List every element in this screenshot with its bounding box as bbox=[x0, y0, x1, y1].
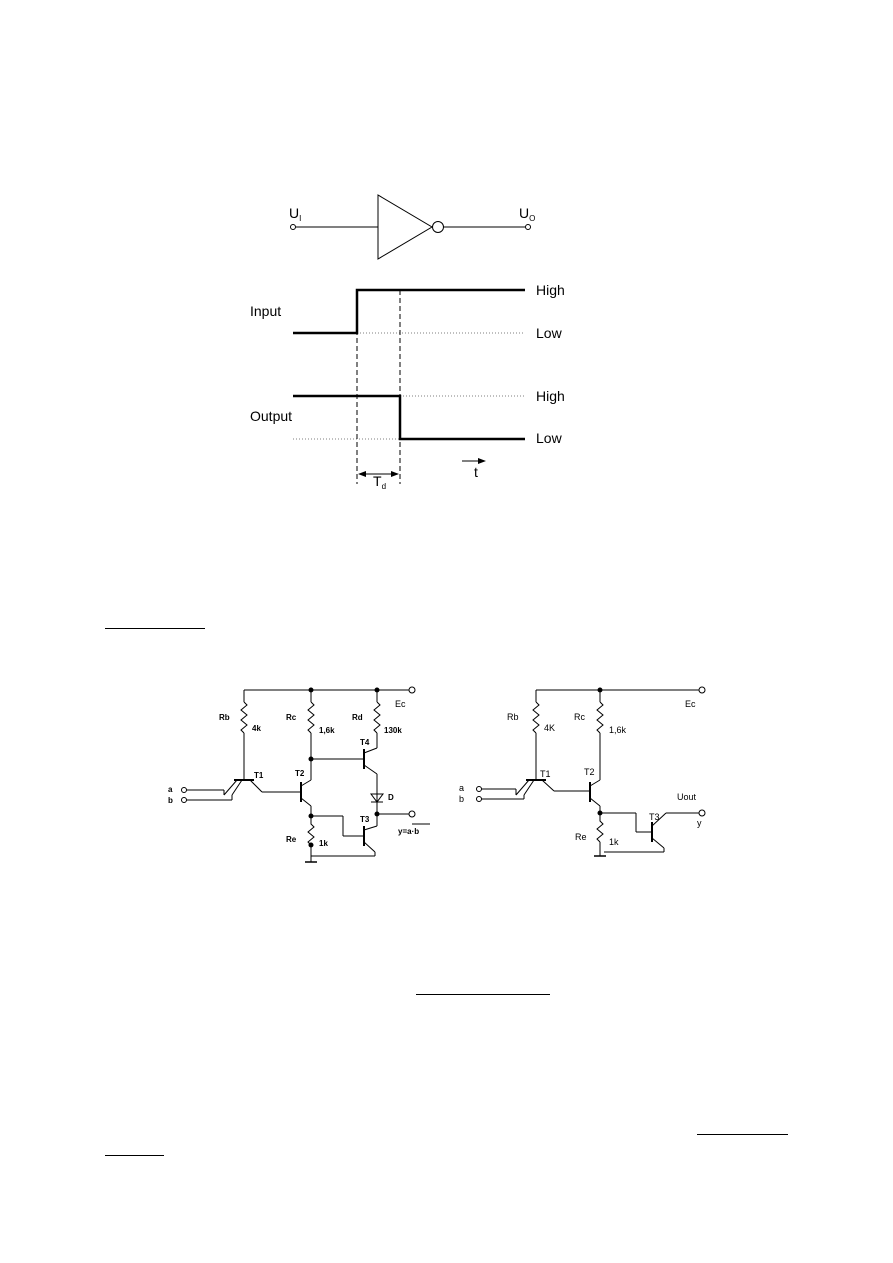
right-resistor-rc bbox=[596, 701, 604, 734]
re-value: 1k bbox=[319, 839, 328, 848]
svg-text:UO: UO bbox=[519, 205, 535, 223]
right-supply-terminal bbox=[698, 686, 706, 694]
output-signal-label: Output bbox=[250, 408, 292, 424]
right-uout-label: Uout bbox=[677, 792, 697, 802]
svg-text:Td: Td bbox=[373, 473, 386, 491]
output-low-label: Low bbox=[536, 430, 563, 446]
rb-value: 4k bbox=[252, 724, 261, 733]
output-label: y=a·b bbox=[398, 827, 419, 836]
rc-label: Rc bbox=[286, 713, 297, 722]
right-rc-label: Rc bbox=[574, 712, 585, 722]
svg-text:UI: UI bbox=[289, 205, 301, 223]
right-t1-label: T1 bbox=[540, 769, 551, 779]
timing-diagram: Input Output High Low High Low Td t bbox=[250, 282, 565, 491]
ttl-and-labels: Rb 4K Rc 1,6k Re 1k T1 T2 T3 Ec a b Uout… bbox=[459, 699, 702, 847]
ttl-and-circuit bbox=[476, 686, 706, 857]
t1-label: T1 bbox=[254, 771, 264, 780]
time-label: t bbox=[474, 464, 478, 480]
rd-label: Rd bbox=[352, 713, 363, 722]
delay-label: T bbox=[373, 473, 382, 489]
inverter-diagram: UI UO bbox=[289, 194, 535, 260]
right-input-b-terminal bbox=[476, 796, 482, 802]
delay-arrow-right-head bbox=[391, 471, 399, 477]
ttl-nand-circuit bbox=[181, 686, 416, 863]
right-re-label: Re bbox=[575, 832, 587, 842]
input-a-terminal bbox=[181, 787, 187, 793]
output-terminal bbox=[525, 224, 531, 230]
output-high-label: High bbox=[536, 388, 565, 404]
right-rc-value: 1,6k bbox=[609, 725, 627, 735]
diode-label: D bbox=[388, 793, 394, 802]
t2-label: T2 bbox=[295, 769, 305, 778]
input-low-label: Low bbox=[536, 325, 563, 341]
resistor-re bbox=[307, 816, 315, 846]
input-signal-label: Input bbox=[250, 303, 281, 319]
rd-value: 130k bbox=[384, 726, 402, 735]
input-voltage-sub: I bbox=[299, 214, 301, 223]
right-input-b-label: b bbox=[459, 794, 464, 804]
t4-label: T4 bbox=[360, 738, 370, 747]
input-high-label: High bbox=[536, 282, 565, 298]
right-resistor-rb bbox=[532, 701, 540, 734]
output-voltage-label: U bbox=[519, 205, 529, 221]
right-resistor-re bbox=[596, 813, 604, 843]
delay-arrow-left-head bbox=[358, 471, 366, 477]
rb-label: Rb bbox=[219, 713, 230, 722]
underline-2 bbox=[416, 994, 550, 995]
inverter-bubble bbox=[432, 221, 444, 233]
right-input-a-terminal bbox=[476, 786, 482, 792]
right-t3-label: T3 bbox=[649, 812, 660, 822]
input-a-label: a bbox=[168, 785, 173, 794]
resistor-rc bbox=[307, 701, 315, 734]
output-waveform bbox=[293, 394, 525, 441]
right-rb-value: 4K bbox=[544, 723, 555, 733]
input-waveform bbox=[293, 288, 525, 335]
inverter-triangle bbox=[377, 194, 433, 260]
output-y-terminal bbox=[408, 810, 416, 818]
output-voltage-sub: O bbox=[529, 214, 535, 223]
underline-1 bbox=[105, 628, 205, 629]
right-supply-label: Ec bbox=[685, 699, 696, 709]
right-t2-label: T2 bbox=[584, 767, 595, 777]
right-output-label: y bbox=[697, 818, 702, 828]
resistor-rb bbox=[240, 701, 248, 734]
right-re-value: 1k bbox=[609, 837, 619, 847]
input-b-terminal bbox=[181, 797, 187, 803]
input-voltage-label: U bbox=[289, 205, 299, 221]
t3-label: T3 bbox=[360, 815, 370, 824]
input-b-label: b bbox=[168, 796, 173, 805]
rc-value: 1,6k bbox=[319, 726, 335, 735]
supply-terminal bbox=[408, 686, 416, 694]
time-arrow-head bbox=[478, 458, 486, 464]
supply-label: Ec bbox=[395, 699, 406, 709]
right-output-terminal bbox=[698, 809, 706, 817]
right-input-a-label: a bbox=[459, 783, 464, 793]
resistor-rd bbox=[373, 701, 381, 734]
underline-3 bbox=[697, 1134, 788, 1135]
right-rb-label: Rb bbox=[507, 712, 519, 722]
ttl-nand-labels: Rb 4k Rc 1,6k Rd 130k Re 1k T1 T2 T4 T3 … bbox=[168, 699, 430, 848]
input-terminal bbox=[290, 224, 296, 230]
re-label: Re bbox=[286, 835, 297, 844]
delay-sub: d bbox=[382, 482, 386, 491]
underline-4 bbox=[105, 1155, 164, 1156]
